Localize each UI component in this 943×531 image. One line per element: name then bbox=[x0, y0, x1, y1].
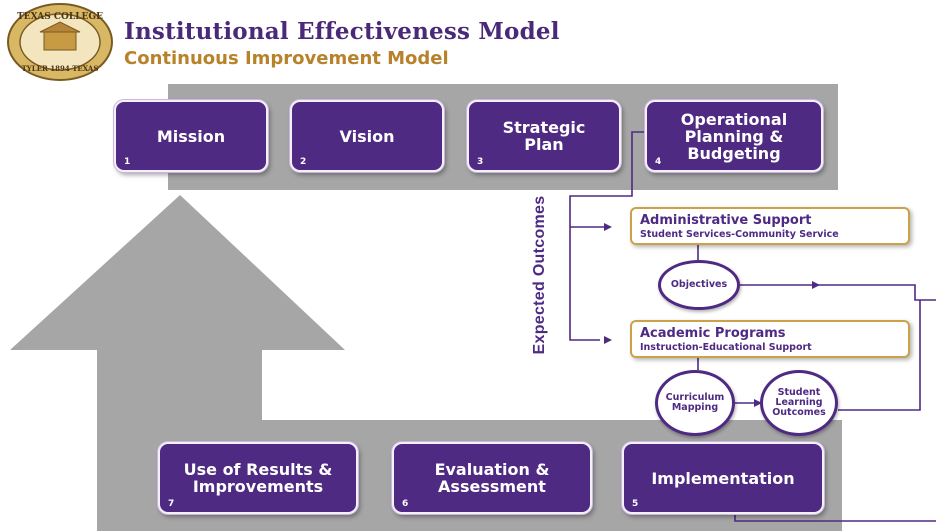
student-learning-outcomes-circle: Student Learning Outcomes bbox=[760, 370, 838, 436]
step-label: Evaluation & Assessment bbox=[434, 460, 550, 496]
step-evaluation: Evaluation & Assessment 6 bbox=[392, 442, 592, 514]
step-strategic-plan: Strategic Plan 3 bbox=[467, 100, 621, 172]
arrowhead-curriculum-slo bbox=[754, 399, 762, 407]
administrative-support-box: Administrative Support Student Services-… bbox=[630, 207, 910, 245]
objectives-circle: Objectives bbox=[658, 260, 740, 310]
step-vision: Vision 2 bbox=[290, 100, 444, 172]
page-subtitle: Continuous Improvement Model bbox=[124, 48, 449, 69]
connector-slo-loop bbox=[838, 300, 921, 411]
connector-objectives-loop bbox=[740, 284, 936, 301]
step-number: 5 bbox=[632, 499, 639, 509]
step-number: 7 bbox=[168, 499, 175, 509]
step-implementation: Implementation 5 bbox=[622, 442, 824, 514]
college-seal-logo: TEXAS COLLEGE TYLER 1894 TEXAS bbox=[7, 3, 113, 81]
step-number: 4 bbox=[655, 157, 662, 167]
step-number: 1 bbox=[124, 157, 131, 167]
step-label: Vision bbox=[339, 126, 395, 146]
curriculum-mapping-circle: Curriculum Mapping bbox=[655, 370, 735, 436]
arrowhead-objectives bbox=[812, 281, 820, 289]
box-heading: Administrative Support bbox=[640, 213, 812, 228]
box-heading: Academic Programs bbox=[640, 326, 786, 341]
right-column bbox=[838, 84, 936, 531]
arrowhead-admin bbox=[604, 223, 612, 231]
step-label: Operational Planning & Budgeting bbox=[680, 109, 788, 163]
svg-text:TYLER 1894 TEXAS: TYLER 1894 TEXAS bbox=[22, 64, 99, 73]
svg-text:TEXAS COLLEGE: TEXAS COLLEGE bbox=[17, 12, 103, 22]
box-subheading: Student Services-Community Service bbox=[640, 229, 839, 240]
step-number: 2 bbox=[300, 157, 307, 167]
step-label: Mission bbox=[156, 126, 226, 146]
step-operational-planning: Operational Planning & Budgeting 4 bbox=[645, 100, 823, 172]
step-label: Use of Results & Improvements bbox=[183, 460, 333, 496]
box-subheading: Instruction-Educational Support bbox=[640, 342, 812, 353]
step-mission: Mission 1 bbox=[114, 100, 268, 172]
expected-outcomes-label: Expected Outcomes bbox=[520, 190, 560, 360]
step-label: Implementation bbox=[651, 468, 795, 488]
step-number: 3 bbox=[477, 157, 484, 167]
step-use-of-results: Use of Results & Improvements 7 bbox=[158, 442, 358, 514]
connector-op-to-outcomes bbox=[569, 131, 645, 341]
step-number: 6 bbox=[402, 499, 409, 509]
step-label: Strategic Plan bbox=[502, 118, 586, 154]
page-title: Institutional Effectiveness Model bbox=[124, 18, 560, 45]
academic-programs-box: Academic Programs Instruction-Educationa… bbox=[630, 320, 910, 358]
arrowhead-academic bbox=[604, 336, 612, 344]
expected-outcomes-text: Expected Outcomes bbox=[531, 195, 548, 355]
